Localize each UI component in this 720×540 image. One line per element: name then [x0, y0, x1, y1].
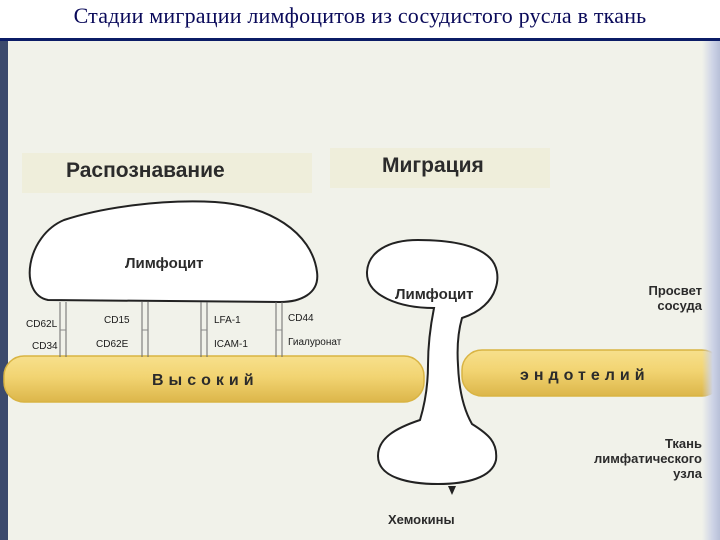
- lymph-node-tissue-label: Ткань лимфатического узла: [594, 436, 702, 481]
- molecule-icam1: ICAM-1: [214, 339, 248, 350]
- lymphocyte-left-cell: [28, 200, 319, 304]
- slide-title: Стадии миграции лимфоцитов из сосудистог…: [73, 3, 647, 28]
- molecule-lfa1: LFA-1: [214, 315, 241, 326]
- chemokines-label: Хемокины: [388, 512, 455, 527]
- endothelium-left-label: Высокий: [152, 372, 259, 389]
- endothelium-left-segment: [3, 355, 425, 403]
- title-divider: [0, 38, 720, 41]
- molecule-cd15: CD15: [104, 315, 130, 326]
- recognition-header-bg: [22, 153, 312, 193]
- endothelium-right-label: эндотелий: [520, 367, 650, 384]
- lymphocyte-right-cell: [365, 238, 499, 486]
- lymphocyte-left-label: Лимфоцит: [125, 255, 204, 272]
- title-bar: Стадии миграции лимфоцитов из сосудистог…: [0, 0, 720, 40]
- adhesion-connectors: [59, 302, 283, 357]
- molecule-hyaluronate: Гиалуронат: [288, 337, 342, 348]
- molecule-cd34: CD34: [32, 341, 58, 352]
- diagram-canvas: Распознавание Миграция: [0, 41, 720, 540]
- stage-recognition-label: Распознавание: [66, 159, 225, 182]
- molecule-cd44: CD44: [288, 313, 314, 324]
- molecule-cd62e: CD62E: [96, 339, 129, 350]
- endothelium-right-segment: [461, 349, 720, 397]
- vessel-lumen-label: Просвет сосуда: [648, 283, 702, 313]
- chemokine-arrow-icon: [448, 486, 456, 495]
- lymphocyte-right-label: Лимфоцит: [395, 286, 474, 303]
- migration-header-bg: [330, 148, 550, 188]
- migration-diagram: [3, 200, 720, 495]
- molecule-cd62l: CD62L: [26, 319, 58, 330]
- stage-migration-label: Миграция: [382, 154, 484, 177]
